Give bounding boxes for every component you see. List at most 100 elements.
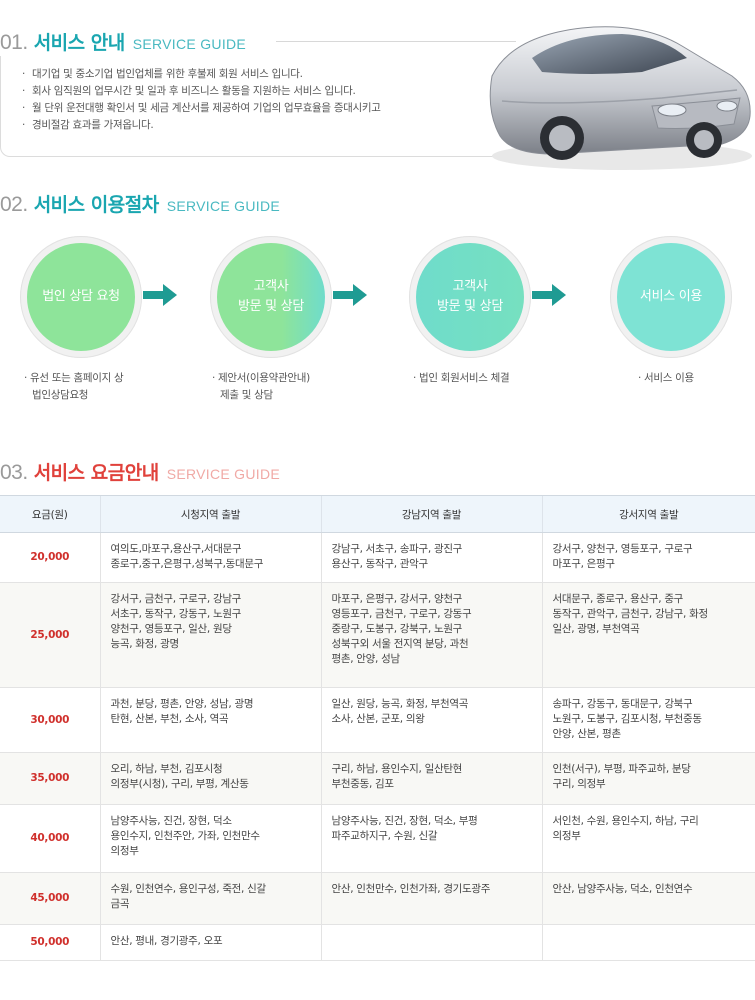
area-line: 성북구외 서울 전지역 분당, 과천 xyxy=(331,638,469,650)
step-1-text: 법인 상담 요청 xyxy=(42,289,120,304)
step-4-desc: ·서비스 이용 xyxy=(638,370,694,387)
area-line: 남양주사능, 진건, 장현, 덕소 xyxy=(110,815,232,827)
area-line: 강서구, 양천구, 영등포구, 구로구 xyxy=(552,543,693,555)
area-line: 안산, 평내, 경기광주, 오포 xyxy=(110,935,223,947)
area-line: 서인천, 수원, 용인수지, 하남, 구리 xyxy=(552,815,699,827)
section3-title: 서비스 요금안내 xyxy=(33,462,159,484)
area-line: 구리, 하남, 용인수지, 일산탄현 xyxy=(331,763,463,775)
area-line: 남양주사능, 진건, 장현, 덕소, 부평 xyxy=(331,815,478,827)
area-line: 마포구, 은평구, 강서구, 양천구 xyxy=(331,593,463,605)
area-line: 영등포구, 금천구, 구로구, 강동구 xyxy=(331,608,472,620)
area-line: 양천구, 영등포구, 일산, 원당 xyxy=(110,623,232,635)
area-line: 과천, 분당, 평촌, 안양, 성남, 광명 xyxy=(110,698,254,710)
area-line: 소사, 산본, 군포, 의왕 xyxy=(331,713,425,725)
intro-item: 대기업 및 중소기업 법인업체를 위한 후불제 회원 서비스 입니다. xyxy=(22,66,462,83)
fare-price: 45,000 xyxy=(0,872,100,925)
intro-item: 회사 임직원의 업무시간 및 일과 후 비즈니스 활동을 지원하는 서비스 입니… xyxy=(22,83,462,100)
silver-sports-car-icon xyxy=(489,26,752,170)
area-line: 강남구, 서초구, 송파구, 광진구 xyxy=(331,543,463,555)
section2-en: SERVICE GUIDE xyxy=(166,198,281,214)
step-4-desc-1: 서비스 이용 xyxy=(644,372,694,384)
area-line: 수원, 인천연수, 용인구성, 죽전, 신갈 xyxy=(110,883,267,895)
area-line: 일산, 원당, 능곡, 화정, 부천역곡 xyxy=(331,698,469,710)
area-line: 오리, 하남, 부천, 김포시청 xyxy=(110,763,223,775)
arrow-right-icon xyxy=(333,284,367,306)
fare-price: 25,000 xyxy=(0,582,100,688)
section1-heading: 01. 서비스 안내 SERVICE GUIDE xyxy=(0,28,246,55)
step-3-text-1: 고객사 xyxy=(452,279,488,294)
intro-item: 월 단위 운전대행 확인서 및 세금 계산서를 제공하여 기업의 업무효율을 증… xyxy=(22,100,462,117)
area-line: 강서구, 금천구, 구로구, 강남구 xyxy=(110,593,242,605)
fare-areas-gangnam xyxy=(320,924,542,961)
fare-areas-gangnam: 안산, 인천만수, 인천가좌, 경기도광주 xyxy=(320,872,542,925)
section2-heading: 02. 서비스 이용절차 SERVICE GUIDE xyxy=(0,190,280,217)
step-1-desc-2: 법인상담요청 xyxy=(32,389,89,401)
area-line: 용산구, 동작구, 관악구 xyxy=(331,558,429,570)
area-line: 동작구, 관악구, 금천구, 강남구, 화정 xyxy=(552,608,709,620)
header-gangseo: 강서지역 출발 xyxy=(541,495,755,533)
fare-areas-city-hall: 안산, 평내, 경기광주, 오포 xyxy=(99,924,321,961)
area-line: 마포구, 은평구 xyxy=(552,558,616,570)
area-line: 파주교하지구, 수원, 신갈 xyxy=(331,830,438,842)
bullet: · xyxy=(24,372,28,384)
area-line: 부천중동, 김포 xyxy=(331,778,395,790)
section3-heading: 03. 서비스 요금안내 SERVICE GUIDE xyxy=(0,458,280,485)
step-4-label: 서비스 이용 xyxy=(617,243,725,351)
step-1-circle: 법인 상담 요청 xyxy=(20,236,142,358)
arrow-right-icon xyxy=(143,284,177,306)
area-line: 의정부 xyxy=(552,830,581,842)
header-price: 요금(원) xyxy=(0,495,100,533)
area-line: 서대문구, 종로구, 용산구, 중구 xyxy=(552,593,684,605)
fare-areas-gangseo: 안산, 남양주사능, 덕소, 인천연수 xyxy=(541,872,755,925)
area-line: 금곡 xyxy=(110,898,130,910)
step-1-desc-1: 유선 또는 홈페이지 상 xyxy=(30,372,124,384)
area-line: 안양, 산본, 평촌 xyxy=(552,728,622,740)
header-gangnam: 강남지역 출발 xyxy=(320,495,542,533)
step-2-desc-2: 제출 및 상담 xyxy=(220,389,273,401)
area-line: 종로구,중구,은평구,성북구,동대문구 xyxy=(110,558,264,570)
section3-number: 03. xyxy=(0,461,28,484)
step-2-desc: ·제안서(이용약관안내) 제출 및 상담 xyxy=(212,370,310,404)
step-4-circle: 서비스 이용 xyxy=(610,236,732,358)
step-2-text-1: 고객사 xyxy=(253,279,289,294)
area-line: 용인수지, 인천주안, 가좌, 인천만수 xyxy=(110,830,261,842)
intro-box xyxy=(0,56,560,157)
fare-price: 35,000 xyxy=(0,752,100,805)
section3-en: SERVICE GUIDE xyxy=(166,466,281,482)
area-line: 평촌, 안양, 성남 xyxy=(331,653,401,665)
fare-price: 20,000 xyxy=(0,532,100,583)
intro-item-cont: 경비절감 효과를 가져옵니다. xyxy=(22,117,462,134)
area-line: 노원구, 도봉구, 김포시청, 부천중동 xyxy=(552,713,703,725)
area-line: 중랑구, 도봉구, 강북구, 노원구 xyxy=(331,623,463,635)
fare-price: 40,000 xyxy=(0,804,100,873)
fare-header-row: 요금(원) 시청지역 출발 강남지역 출발 강서지역 출발 xyxy=(0,495,755,533)
area-line: 서초구, 동작구, 강동구, 노원구 xyxy=(110,608,242,620)
step-3-text-2: 방문 및 상담 xyxy=(437,299,503,314)
arrow-right-icon xyxy=(532,284,566,306)
bullet: · xyxy=(413,372,417,384)
bullet: · xyxy=(212,372,216,384)
area-line: 의정부(시청), 구리, 부평, 계산동 xyxy=(110,778,249,790)
area-line: 능곡, 화정, 광명 xyxy=(110,638,180,650)
step-3-desc-1: 법인 회원서비스 체결 xyxy=(419,372,510,384)
area-line: 탄현, 산본, 부천, 소사, 역곡 xyxy=(110,713,229,725)
section1-title: 서비스 안내 xyxy=(33,32,126,54)
